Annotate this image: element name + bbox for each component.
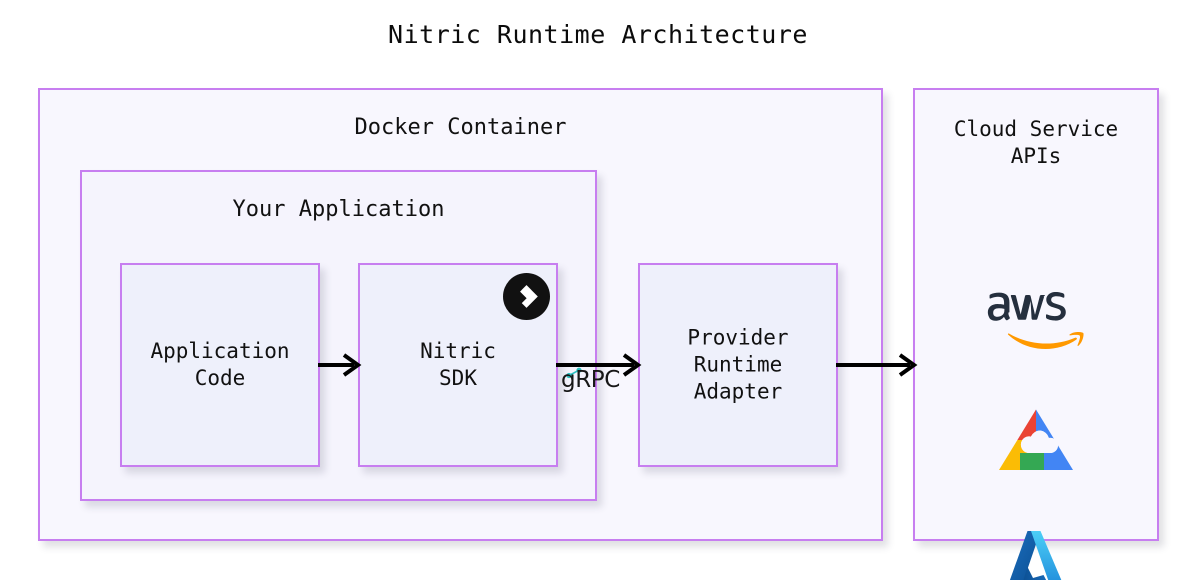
docker-container-label: Docker Container	[354, 115, 567, 140]
grpc-connection-label: gRPC	[561, 367, 620, 393]
azure-icon	[915, 522, 1157, 580]
provider-runtime-adapter-label: Provider Runtime Adapter	[687, 325, 789, 404]
provider-runtime-adapter-node: Provider Runtime Adapter	[638, 263, 838, 467]
nitric-sdk-label: Nitric SDK	[420, 339, 496, 390]
cloud-service-apis-label: Cloud Service APIs	[953, 117, 1119, 168]
application-code-node: Application Code	[120, 263, 320, 467]
your-application-label: Your Application	[232, 197, 445, 222]
grpc-logo-icon	[566, 364, 582, 379]
application-code-label: Application Code	[150, 339, 290, 390]
aws-logo-icon	[915, 288, 1157, 358]
page-title: Nitric Runtime Architecture	[388, 20, 808, 49]
cloud-service-apis-box: Cloud Service APIs	[913, 88, 1159, 580]
nitric-logo-icon	[503, 273, 550, 320]
google-cloud-icon	[915, 402, 1157, 478]
